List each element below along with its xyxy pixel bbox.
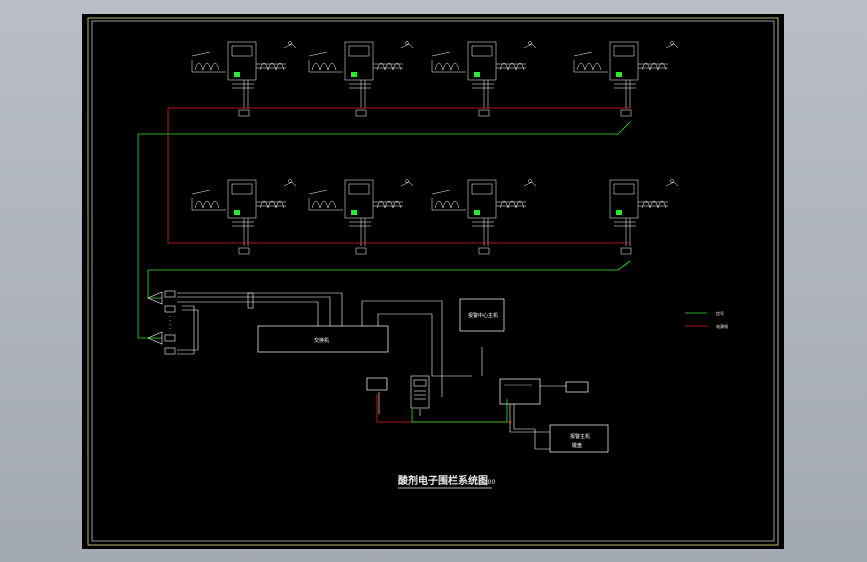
- wire-4: [177, 305, 195, 355]
- switch-label: 交换机: [314, 337, 329, 344]
- junction-box-3: [164, 334, 176, 342]
- far-right-box: [565, 381, 589, 393]
- signal-line-bottom: [411, 399, 508, 423]
- junction-box-2: [164, 305, 176, 313]
- wire-11: [509, 404, 550, 433]
- power-line-top: [167, 108, 630, 244]
- junction-box-1: [164, 290, 176, 298]
- fence-unit: [609, 179, 679, 255]
- connector-block: [247, 292, 254, 309]
- fence-unit: [308, 41, 414, 117]
- signal-line-row1: [137, 121, 631, 339]
- junction-lower: [147, 331, 163, 345]
- drawing-title: 酸剂电子围栏系统图: [398, 474, 488, 487]
- keyboard-label-2: 键盘: [572, 442, 582, 449]
- power-lines: [167, 107, 630, 423]
- left-junction: [147, 290, 254, 355]
- keyboard-box: [549, 424, 609, 453]
- junction-upper: [147, 291, 163, 305]
- fence-unit: [191, 41, 297, 117]
- system-diagram: 交换机 报警中心主机 报警主机 键盘 信号 电源线 酸剂电子围栏系统图 1:10…: [87, 17, 779, 546]
- legend-red-label: 电源线: [716, 323, 728, 329]
- drawing-scale: 1:100: [478, 479, 495, 486]
- host-box: [499, 378, 541, 405]
- fence-unit: [308, 179, 414, 255]
- fence-unit: [191, 179, 297, 255]
- wire-7: [377, 313, 472, 377]
- wire-5: [177, 309, 199, 351]
- switch-box: [257, 325, 389, 353]
- inner-frame: [91, 20, 775, 542]
- small-box: [366, 377, 388, 391]
- signal-lines: [137, 121, 707, 423]
- alarm-center-box: [459, 298, 505, 332]
- wire-2: [177, 296, 331, 326]
- junction-box-4: [164, 347, 176, 355]
- fence-unit: [431, 41, 537, 117]
- alarm-center-label: 报警中心主机: [468, 312, 498, 319]
- fence-unit: [431, 179, 537, 255]
- wire-10: [513, 404, 550, 450]
- outer-frame: [87, 17, 779, 546]
- fence-units-group: [191, 41, 679, 255]
- fence-unit: [573, 41, 679, 117]
- keyboard-label-1: 报警主机: [570, 433, 590, 440]
- signal-line-row2: [147, 260, 631, 299]
- wire-6: [361, 300, 443, 397]
- wire-1: [177, 292, 343, 326]
- cad-viewport[interactable]: 交换机 报警中心主机 报警主机 键盘 信号 电源线 酸剂电子围栏系统图 1:10…: [82, 14, 784, 549]
- legend-green-label: 信号: [716, 310, 724, 316]
- wire-3: [177, 301, 319, 326]
- control-panel: [410, 375, 430, 409]
- switch-wiring: [177, 292, 567, 450]
